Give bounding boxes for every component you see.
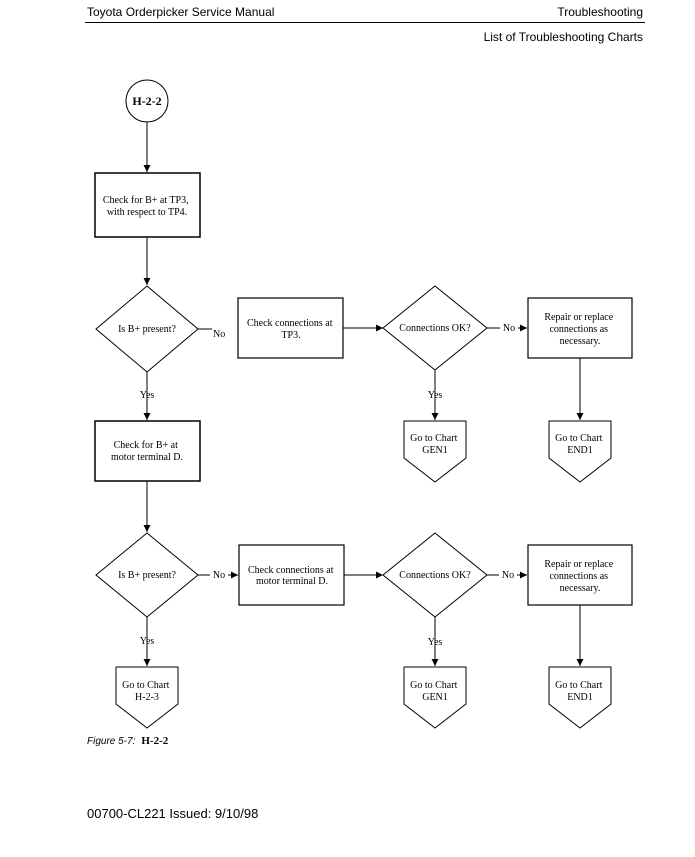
repair2-box [527, 544, 633, 606]
conn1-text: Connections OK? [399, 323, 471, 334]
goto1a-text: Go to Chart GEN1 [410, 433, 460, 456]
start-label: H-2-2 [132, 94, 161, 108]
decision2-no-label: No [213, 570, 225, 581]
figure-name: H-2-2 [141, 735, 169, 747]
decision1-no-label: No [213, 329, 225, 340]
decision1-text: Is B+ present? [118, 324, 176, 335]
conn2-no-label: No [502, 570, 514, 581]
check2-text: Check connections at motor terminal D. [248, 565, 336, 587]
conn1-no-label: No [503, 323, 515, 334]
goto2a-offpage [115, 666, 179, 729]
check2-box [238, 544, 345, 606]
repair1-box [527, 297, 633, 359]
goto2a-text: Go to Chart H-2-3 [122, 680, 172, 703]
step1-text: Check for B+ at TP3, with respect to TP4… [103, 195, 191, 218]
goto1a-offpage [403, 420, 467, 483]
figure-label: Figure 5-7: [87, 736, 136, 747]
goto2b-text: Go to Chart GEN1 [410, 680, 460, 703]
conn1-yes-label: Yes [428, 390, 443, 401]
decision1-yes-label: Yes [140, 390, 155, 401]
check1-text: Check connections at TP3. [247, 318, 335, 341]
conn2-yes-label: Yes [428, 637, 443, 648]
header-section: Troubleshooting [557, 5, 643, 19]
header-rule [85, 22, 645, 23]
repair1-text: Repair or replace connections as necessa… [544, 312, 615, 347]
goto2c-offpage [548, 666, 612, 729]
repair2-text: Repair or replace connections as necessa… [544, 559, 615, 594]
figure-caption: Figure 5-7: H-2-2 [87, 735, 168, 747]
goto1b-text: Go to Chart END1 [555, 433, 605, 456]
goto1b-offpage [548, 420, 612, 483]
decision2-text: Is B+ present? [118, 570, 176, 581]
goto2b-offpage [403, 666, 467, 729]
header-title: Toyota Orderpicker Service Manual [87, 5, 275, 19]
header-subsection: List of Troubleshooting Charts [483, 30, 643, 44]
footer-issue: 00700-CL221 Issued: 9/10/98 [87, 806, 259, 821]
decision2-yes-label: Yes [140, 636, 155, 647]
step2-box [94, 420, 201, 482]
conn2-text: Connections OK? [399, 570, 471, 581]
step2-text: Check for B+ at motor terminal D. [111, 440, 183, 463]
goto2c-text: Go to Chart END1 [555, 680, 605, 703]
